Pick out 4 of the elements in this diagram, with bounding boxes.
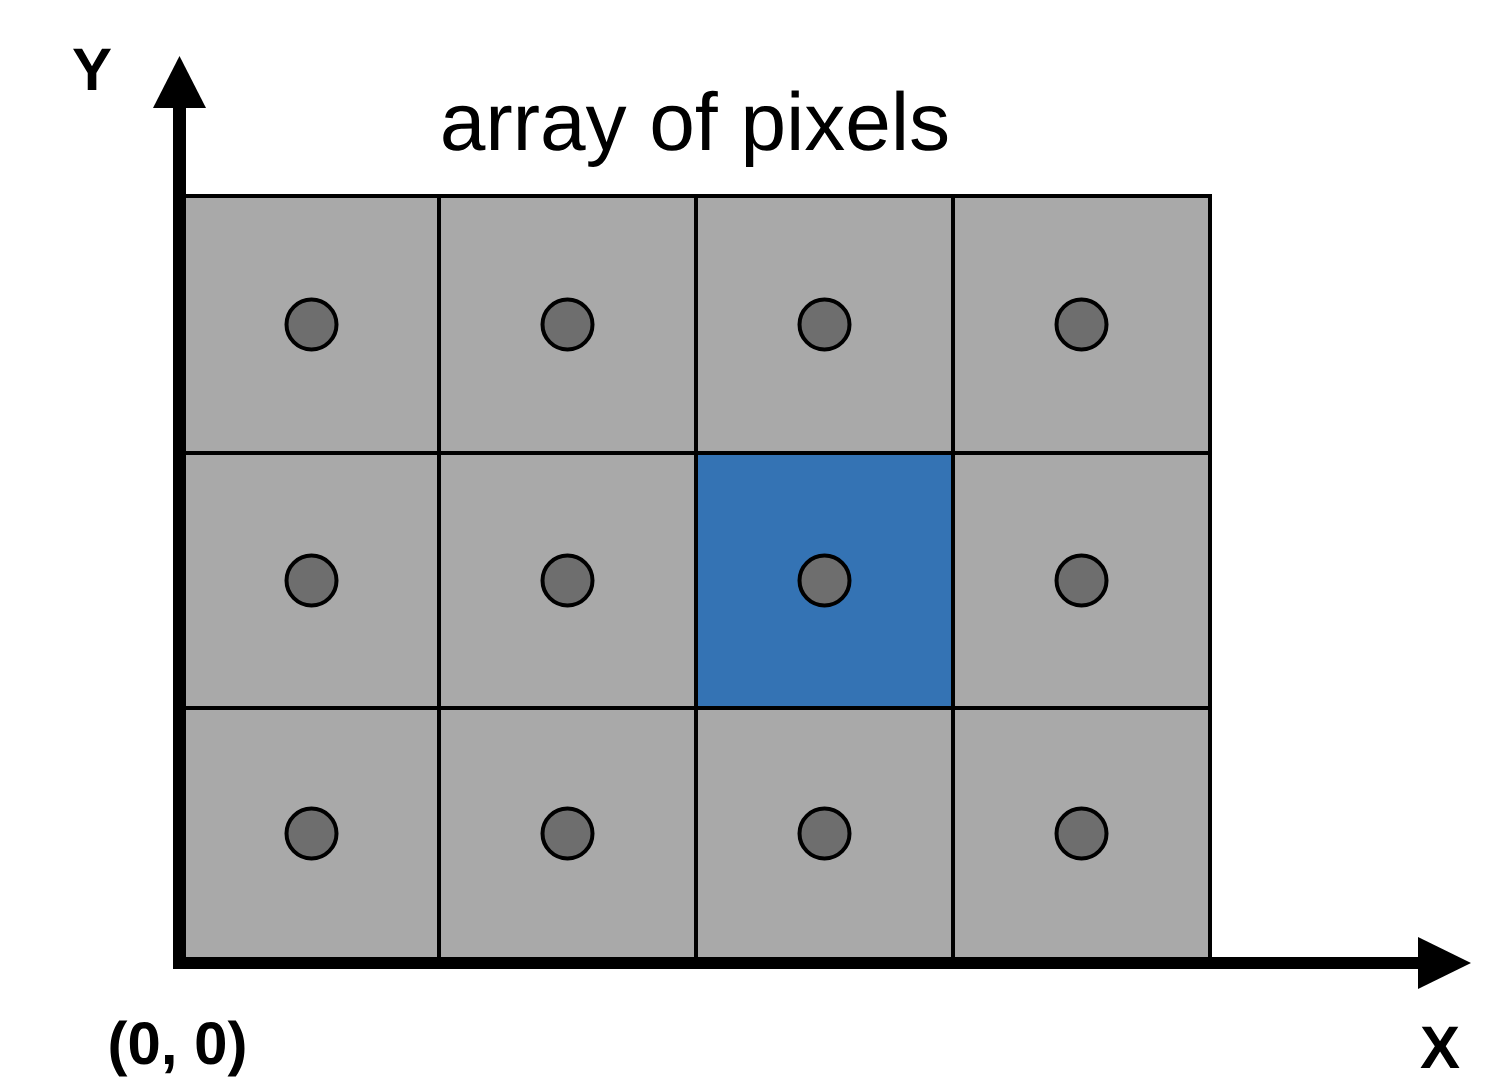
- origin-label: (0, 0): [110, 1020, 245, 1077]
- axis-label: X: [1420, 1026, 1460, 1068]
- axis-label: Y: [73, 48, 112, 90]
- title: array of pixels: [443, 90, 948, 167]
